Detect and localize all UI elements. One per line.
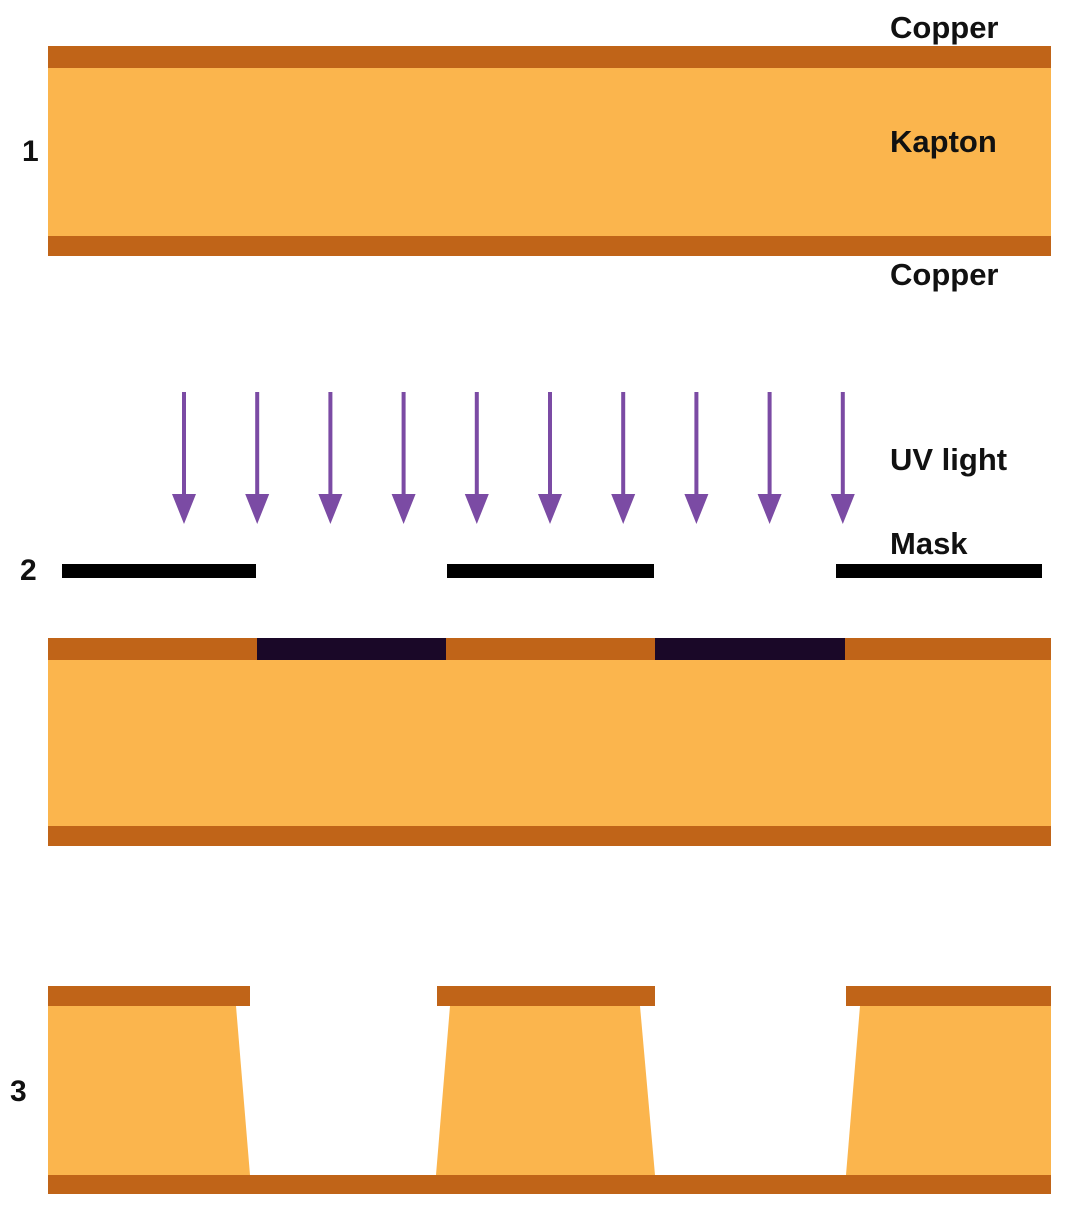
uv-arrow (538, 392, 562, 524)
step-3-kapton-left (48, 1006, 250, 1175)
uv-arrow (245, 392, 270, 524)
uv-light-label: UV light (890, 442, 1007, 477)
step-2-kapton (48, 660, 1051, 826)
step-2-copper-bottom (48, 826, 1051, 846)
step-2-copper-top (48, 638, 1051, 660)
uv-arrow-head (538, 494, 562, 524)
photomask (62, 564, 1042, 578)
uv-arrow-head (757, 494, 782, 524)
uv-arrow (318, 392, 343, 524)
uv-arrows (172, 392, 855, 524)
uv-arrow-head (464, 494, 489, 524)
uv-arrow-head (830, 494, 855, 524)
uv-arrow-head (391, 494, 416, 524)
uv-arrow (464, 392, 489, 524)
step-3-kapton-right (846, 1006, 1051, 1175)
mask-segment-middle (447, 564, 654, 578)
step-1-copper-bottom (48, 236, 1051, 256)
mask-segment-left (62, 564, 256, 578)
uv-arrow (172, 392, 196, 524)
step-3-stack (48, 986, 1051, 1194)
uv-arrow-head (318, 494, 343, 524)
uv-arrow-head (245, 494, 270, 524)
step-2-number: 2 (20, 554, 37, 587)
step-3-kapton-middle (436, 1006, 655, 1175)
exposed-region-left (257, 638, 446, 660)
uv-arrow (684, 392, 709, 524)
uv-arrow (757, 392, 782, 524)
copper-bottom-label: Copper (890, 257, 999, 292)
exposed-region-right (655, 638, 845, 660)
uv-arrow-head (611, 494, 636, 524)
step-3-number: 3 (10, 1075, 27, 1108)
step-1-number: 1 (22, 135, 39, 168)
step-1-kapton (48, 68, 1051, 236)
kapton-label: Kapton (890, 124, 997, 159)
uv-arrow (611, 392, 636, 524)
uv-arrow (391, 392, 416, 524)
step-1-copper-top (48, 46, 1051, 68)
mask-label: Mask (890, 526, 968, 561)
step-3-copper-bottom (48, 1175, 1051, 1194)
step-1-stack (48, 46, 1051, 256)
uv-arrow (830, 392, 855, 524)
step-3-copper-top-left (48, 986, 250, 1006)
step-3-copper-top-right (846, 986, 1051, 1006)
uv-arrow-head (172, 494, 196, 524)
mask-segment-right (836, 564, 1042, 578)
uv-arrow-head (684, 494, 709, 524)
copper-top-label: Copper (890, 10, 999, 45)
step-2-stack (48, 638, 1051, 846)
step-3-copper-top-middle (437, 986, 655, 1006)
